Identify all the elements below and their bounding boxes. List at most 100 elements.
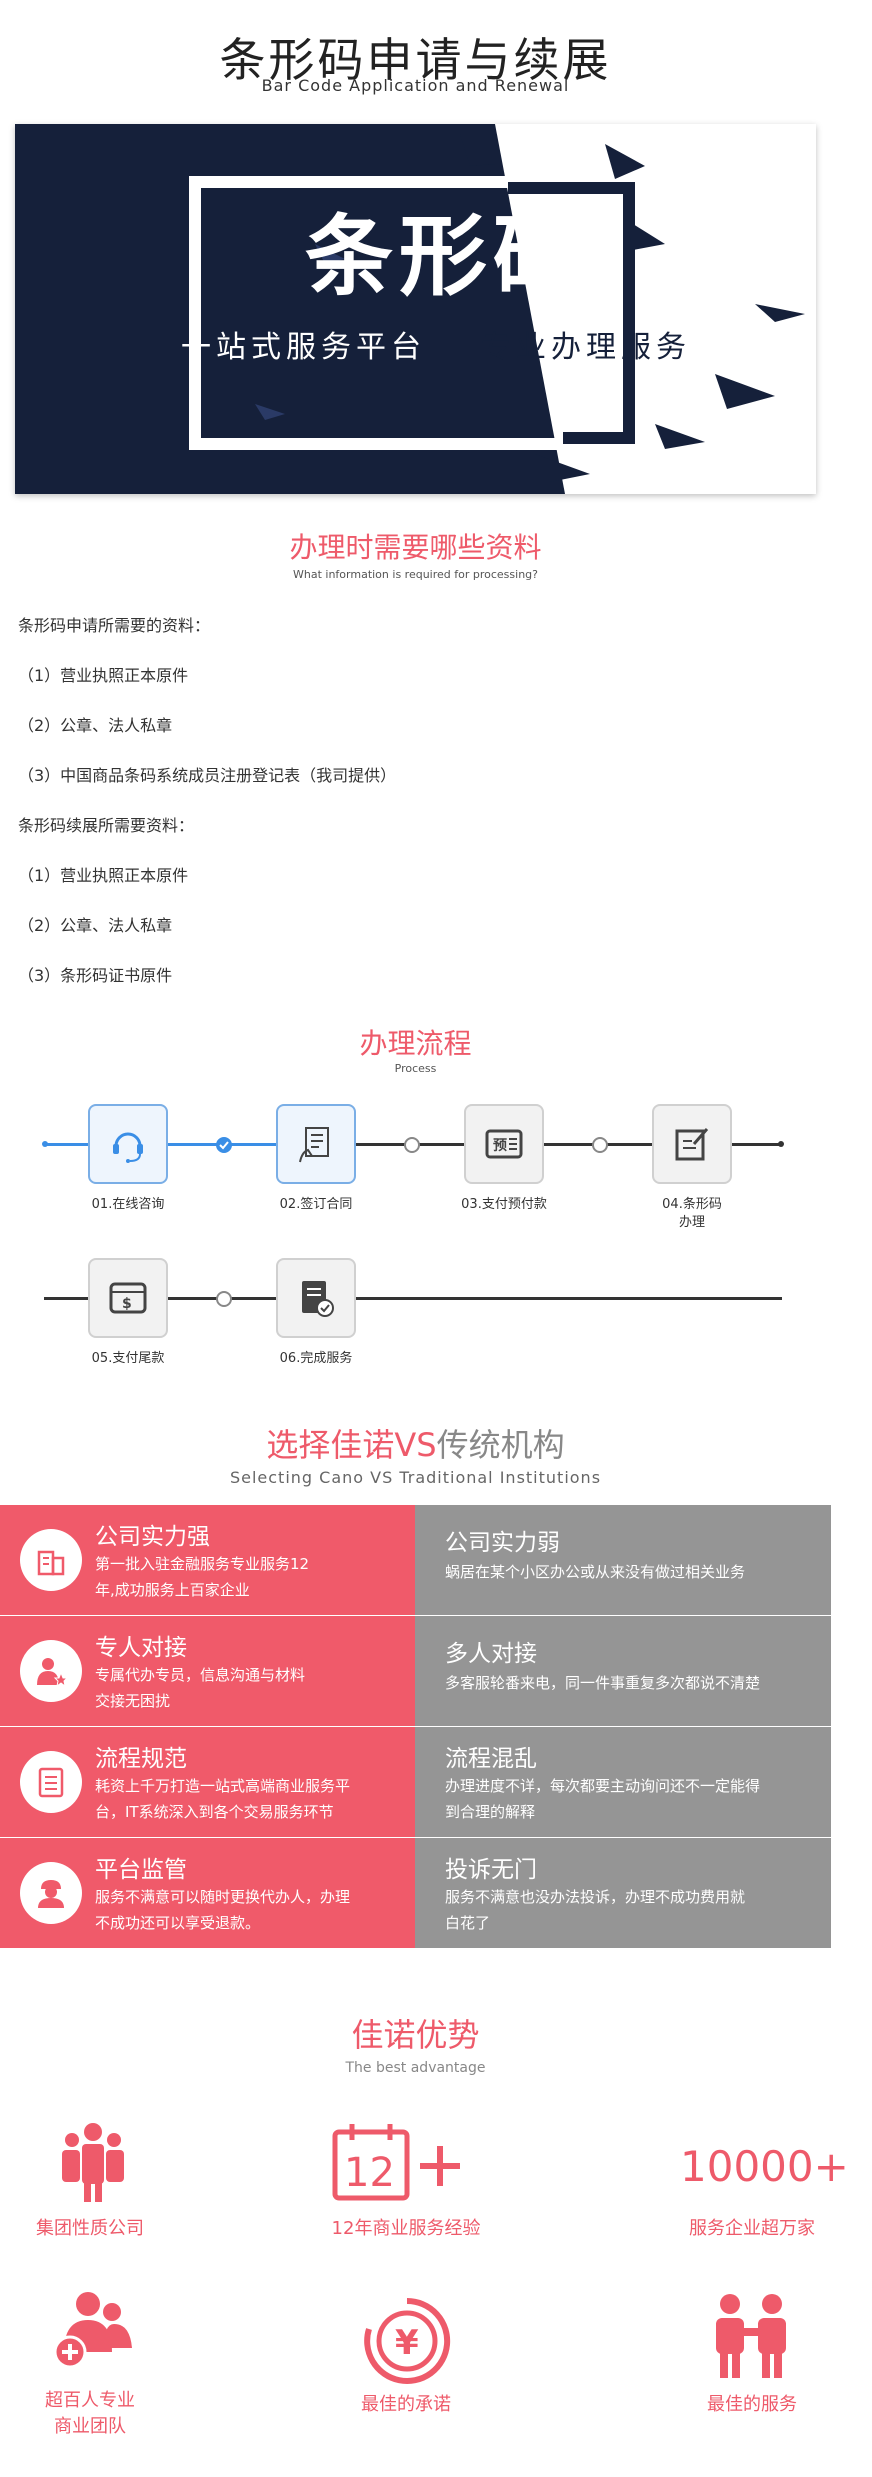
renew-item: （2）公章、法人私章 [18, 916, 173, 935]
compare-title: 选择佳诺VS传统机构 [0, 1420, 831, 1466]
handshake-people-icon [716, 2294, 786, 2378]
banner-slogan-right: 专业办理服务 [481, 330, 691, 365]
desc-line: 白花了 [445, 1914, 491, 1932]
process-step-label: 01.在线咨询 [91, 1197, 165, 1212]
advantages-subtitle: The best advantage [345, 2060, 486, 2076]
process-step-2 [276, 1104, 356, 1184]
desc-line: 服务不满意可以随时更换代办人，办理 [95, 1888, 351, 1906]
compare-row: 专人对接 专属代办专员，信息沟通与材料 交接无困扰 多人对接 多客服轮番来电，同… [0, 1616, 831, 1727]
compare-left-desc: 服务不满意可以随时更换代办人，办理 不成功还可以享受退款。 [95, 1884, 350, 1936]
banner-background-graphic [15, 124, 805, 494]
wallet-icon: $ [109, 1282, 147, 1314]
advantage-number: 10000+ [680, 2142, 849, 2191]
process-step-label-line: 04.条形码 [662, 1197, 722, 1212]
svg-text:$: $ [122, 1296, 132, 1312]
desc-line: 服务不满意也没办法投诉，办理不成功费用就 [445, 1888, 746, 1906]
calendar-number: 12 [344, 2150, 395, 2196]
desc-line: 专属代办专员，信息沟通与材料 [95, 1666, 306, 1684]
compare-right-desc: 多客服轮番来电，同一件事重复多次都说不清楚 [445, 1674, 761, 1692]
contract-sign-icon [299, 1127, 329, 1163]
desc-line: 办理进度不详，每次都要主动询问还不一定能得 [445, 1777, 761, 1795]
process-subtitle: Process [394, 1062, 437, 1075]
process-step-label: 04.条形码 办理 [632, 1196, 752, 1232]
advantage-label: 服务企业超万家 [689, 2218, 815, 2239]
banner-slogan-left: 一站式服务平台 [181, 330, 426, 365]
checklist-icon [38, 1767, 64, 1798]
person-star-icon [37, 1658, 69, 1688]
apply-item: （2）公章、法人私章 [18, 716, 173, 735]
process-end-dot [778, 1141, 784, 1147]
yuan-symbol: ¥ [395, 2323, 419, 2363]
page: 条形码申请与续展 Bar Code Application and Renewa… [0, 33, 849, 2440]
compare-left-desc: 第一批入驻金融服务专业服务12 年,成功服务上百家企业 [95, 1551, 309, 1603]
hero-banner: 条形码 一站式服务平台 专业办理服务 [15, 124, 816, 494]
desc-line: 台，IT系统深入到各个交易服务环节 [95, 1803, 334, 1821]
compare-right-title: 公司实力弱 [445, 1530, 560, 1556]
advantage-label-line: 超百人专业 [45, 2390, 135, 2411]
process-step-label: 02.签订合同 [279, 1197, 353, 1212]
compare-title-vs: VS [394, 1426, 437, 1464]
compare-left-desc: 耗资上千万打造一站式高端商业服务平 台，IT系统深入到各个交易服务环节 [95, 1773, 350, 1825]
compare-left-title: 平台监管 [95, 1857, 187, 1883]
compare-right-title: 流程混乱 [445, 1746, 537, 1772]
materials-subtitle: What information is required for process… [293, 568, 538, 581]
compare-right-desc: 服务不满意也没办法投诉，办理不成功费用就 白花了 [445, 1884, 745, 1936]
process-step-3: 预 [464, 1104, 544, 1184]
compare-right-cell [415, 1505, 831, 1615]
compare-left-title: 公司实力强 [95, 1524, 210, 1550]
process-title: 办理流程 [359, 1027, 472, 1060]
desc-line: 耗资上千万打造一站式高端商业服务平 [95, 1777, 351, 1795]
svg-text:预: 预 [493, 1138, 507, 1154]
compare-icon-badge [20, 1862, 82, 1924]
desc-line: 年,成功服务上百家企业 [95, 1581, 250, 1599]
compare-right-desc: 蜗居在某个小区办公或从来没有做过相关业务 [445, 1563, 746, 1581]
prepayment-icon: 预 [485, 1129, 523, 1159]
compare-left-title: 流程规范 [95, 1746, 187, 1772]
advantages-title: 佳诺优势 [351, 2016, 480, 2054]
compare-row: 流程规范 耗资上千万打造一站式高端商业服务平 台，IT系统深入到各个交易服务环节… [0, 1727, 831, 1838]
compare-divider [0, 1837, 831, 1838]
desc-line: 交接无困扰 [95, 1692, 171, 1710]
compare-icon-badge [20, 1529, 82, 1591]
calendar-12-plus-icon: 12 [332, 2124, 460, 2201]
certificate-check-icon [302, 1281, 334, 1317]
apply-heading: 条形码申请所需要的资料： [18, 616, 211, 635]
compare-icon-badge [20, 1751, 82, 1813]
process-check-dot [216, 1137, 232, 1153]
team-plus-icon [53, 2292, 132, 2369]
building-icon [37, 1550, 65, 1576]
edit-form-icon [675, 1128, 709, 1161]
process-line [44, 1297, 782, 1300]
process-start-dot [42, 1141, 48, 1147]
compare-subtitle: Selecting Cano VS Traditional Institutio… [229, 1468, 602, 1487]
process-dot [216, 1291, 232, 1307]
page-subtitle: Bar Code Application and Renewal [261, 76, 570, 95]
renew-heading: 条形码续展所需要资料： [18, 816, 195, 835]
process-step-1 [88, 1104, 168, 1184]
advantage-label: 超百人专业 商业团队 [0, 2388, 210, 2440]
compare-title-part2: 传统机构 [436, 1426, 565, 1464]
advantage-label: 最佳的承诺 [361, 2394, 451, 2415]
process-step-5: $ [88, 1258, 168, 1338]
compare-row: 平台监管 服务不满意可以随时更换代办人，办理 不成功还可以享受退款。 投诉无门 … [0, 1838, 831, 1949]
compare-row: 公司实力强 第一批入驻金融服务专业服务12 年,成功服务上百家企业 公司实力弱 … [0, 1505, 831, 1616]
advantage-label: 集团性质公司 [36, 2218, 144, 2239]
desc-line: 不成功还可以享受退款。 [95, 1914, 261, 1932]
compare-left-title: 专人对接 [95, 1635, 187, 1661]
compare-left-desc: 专属代办专员，信息沟通与材料 交接无困扰 [95, 1662, 305, 1714]
supervisor-icon [38, 1880, 64, 1908]
process-step-label: 06.完成服务 [279, 1351, 353, 1366]
compare-title-part1: 选择佳诺 [266, 1426, 395, 1464]
process-step-label: 03.支付预付款 [461, 1197, 547, 1212]
yuan-coin-icon: ¥ [364, 2297, 451, 2384]
page-title: 条形码申请与续展 [219, 33, 612, 87]
renew-item: （3）条形码证书原件 [18, 966, 173, 985]
process-step-label-line: 办理 [678, 1215, 705, 1230]
process-step-label: 05.支付尾款 [91, 1351, 165, 1366]
compare-divider [0, 1615, 831, 1616]
process-dot [592, 1137, 608, 1153]
compare-right-title: 多人对接 [445, 1641, 537, 1667]
desc-line: 第一批入驻金融服务专业服务12 [95, 1555, 310, 1573]
desc-line: 到合理的解释 [445, 1803, 536, 1821]
advantage-label-line: 商业团队 [54, 2416, 126, 2437]
